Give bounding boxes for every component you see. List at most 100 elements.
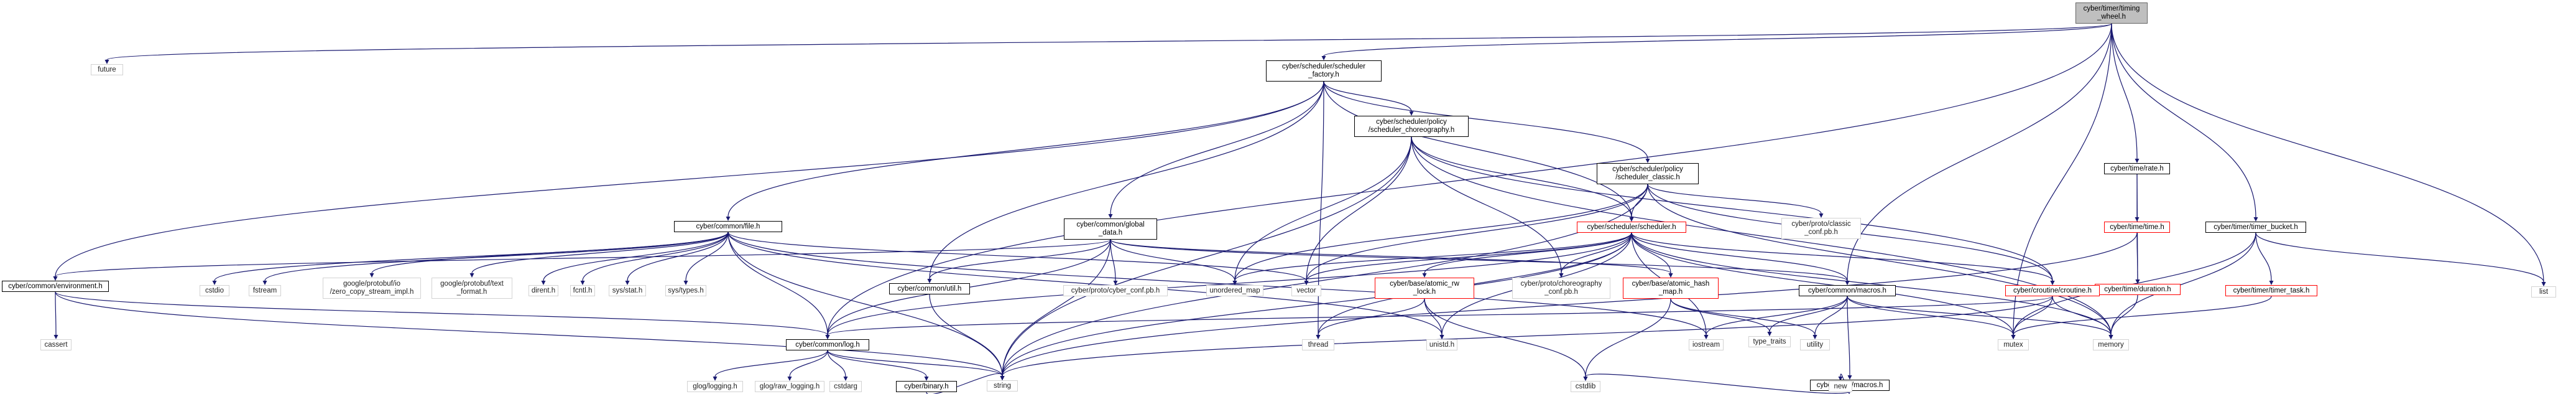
edge-arrowhead	[2269, 281, 2274, 285]
edge-arrowhead	[1583, 377, 1588, 381]
edge-arrowhead	[1321, 56, 1326, 60]
node-vector: vector	[1291, 285, 1321, 296]
edge-arrowhead	[787, 377, 792, 381]
edge-scheduler_h-to-routine	[1631, 232, 2053, 281]
edge-arrowhead	[1629, 217, 1634, 222]
edge-common_file-to-log	[727, 232, 828, 335]
edge-timer_task-to-mutex	[2013, 296, 2272, 335]
edge-log-to-binary	[827, 350, 927, 377]
edge-arrowhead	[924, 377, 929, 381]
node-dirent: dirent.h	[529, 285, 558, 296]
edge-scheduler_h-to-log	[827, 232, 1632, 335]
edge-atomic_rw-to-cstdlib	[1424, 298, 1586, 377]
edge-arrowhead	[1113, 281, 1118, 285]
edge-arrowhead	[825, 335, 830, 339]
edge-scheduler_factory-to-environment	[55, 81, 1324, 277]
edge-global_data-to-unordered_map	[1110, 239, 1235, 281]
edge-timer_bucket-to-timer_task	[2255, 232, 2272, 281]
edge-scheduler_h-to-macros_common	[1631, 232, 1848, 281]
edge-log-to-string	[827, 350, 1003, 377]
edge-arrowhead	[53, 276, 58, 281]
node-util[interactable]: cyber/common/util.h	[889, 283, 970, 294]
edge-arrowhead	[1645, 159, 1650, 163]
node-unordered-map: unordered_map	[1206, 285, 1263, 296]
edge-policy_classic-to-classic_conf	[1647, 184, 1822, 214]
edge-common_file-to-dirent	[543, 232, 729, 281]
edge-arrowhead	[541, 281, 546, 285]
edge-routine-to-log	[827, 296, 2053, 335]
node-timer-task[interactable]: cyber/timer/timer_task.h	[2225, 285, 2317, 296]
edge-timing_wheel-to-rate	[2111, 23, 2138, 159]
edge-macros_common-to-iostream	[1706, 296, 1848, 335]
edge-routine-to-mutex	[2013, 296, 2053, 335]
edge-common_file-to-text_format	[471, 232, 729, 274]
edge-timing_wheel-to-future	[106, 23, 2112, 60]
edge-scheduler_h-to-string	[1002, 232, 1632, 377]
node-common-file[interactable]: cyber/common/file.h	[674, 221, 782, 232]
node-binary[interactable]: cyber/binary.h	[896, 381, 957, 392]
node-macros-common[interactable]: cyber/common/macros.h	[1799, 285, 1896, 296]
edge-macros_common-to-utility	[1814, 296, 1848, 335]
edge-environment-to-log	[55, 291, 828, 335]
edge-common_file-to-string	[727, 232, 1003, 377]
edge-arrowhead	[927, 279, 932, 283]
node-log[interactable]: cyber/common/log.h	[786, 339, 869, 350]
node-routine[interactable]: cyber/croutine/croutine.h	[2005, 285, 2100, 296]
edge-arrowhead	[1422, 273, 1427, 278]
edge-common_file-to-vector	[727, 232, 1307, 281]
node-environment[interactable]: cyber/common/environment.h	[2, 281, 109, 292]
node-atomic-hash[interactable]: cyber/base/atomic_hash _map.h	[1623, 278, 1719, 299]
edge-environment-to-cassert	[55, 291, 57, 335]
node-glog-raw: glog/raw_logging.h	[755, 381, 824, 392]
edge-time_h-to-string	[1002, 232, 2138, 377]
node-global-data[interactable]: cyber/common/global _data.h	[1064, 218, 1157, 240]
node-duration[interactable]: cyber/time/duration.h	[2095, 284, 2181, 295]
node-timing-wheel[interactable]: cyber/timer/timing _wheel.h	[2075, 2, 2148, 24]
edge-arrowhead	[713, 377, 718, 381]
edge-scheduler_factory-to-scheduler_h	[1323, 81, 1632, 218]
edge-macros_common-to-type_traits	[1769, 296, 1848, 332]
node-policy-classic[interactable]: cyber/scheduler/policy /scheduler_classi…	[1597, 163, 1699, 184]
node-classic-conf: cyber/proto/classic _conf.pb.h	[1781, 218, 1861, 239]
edge-base_macros-to-cstdlib	[1585, 373, 1850, 394]
edge-scheduler_h-to-unordered_map	[1234, 232, 1632, 281]
node-atomic-rw[interactable]: cyber/base/atomic_rw _lock.h	[1375, 278, 1474, 299]
edge-common_file-to-iostream	[727, 232, 1707, 335]
edge-arrowhead	[1232, 281, 1237, 285]
edge-arrowhead	[2108, 335, 2113, 339]
node-rate[interactable]: cyber/time/rate.h	[2104, 163, 2170, 174]
node-timer-bucket[interactable]: cyber/timer/timer_bucket.h	[2205, 222, 2306, 233]
edge-common_file-to-unistd	[727, 232, 1443, 335]
edge-macros_common-to-memory	[1847, 296, 2112, 335]
node-scheduler-factory[interactable]: cyber/scheduler/scheduler _factory.h	[1266, 60, 1382, 82]
edge-arrowhead	[1108, 214, 1113, 218]
node-fcntl: fcntl.h	[570, 285, 595, 296]
edge-arrowhead	[1838, 377, 1843, 381]
edge-arrowhead	[1819, 213, 1824, 218]
node-sys-types: sys/types.h	[665, 285, 706, 296]
edge-arrowhead	[580, 281, 585, 285]
edge-scheduler_factory-to-util	[929, 81, 1324, 279]
edge-routine-to-string	[1002, 296, 2053, 377]
node-utility: utility	[1800, 339, 1830, 350]
edge-arrowhead	[212, 281, 217, 285]
edge-arrowhead	[369, 273, 374, 278]
edge-atomic_hash-to-cstdlib	[1585, 298, 1671, 377]
edge-scheduler_h-to-atomic_hash	[1631, 232, 1671, 274]
node-future: future	[91, 64, 123, 75]
edge-policy_choreo-to-choreo_conf	[1411, 136, 1562, 274]
node-time-h[interactable]: cyber/time/time.h	[2104, 222, 2170, 233]
edge-global_data-to-atomic_hash	[1110, 239, 1671, 274]
edge-arrowhead	[683, 281, 688, 285]
edge-arrowhead	[1668, 273, 1673, 278]
edge-arrowhead	[1439, 335, 1444, 339]
node-policy-choreo[interactable]: cyber/scheduler/policy /scheduler_choreo…	[1354, 116, 1469, 137]
edge-arrowhead	[1845, 281, 1850, 285]
edge-arrowhead	[1847, 375, 1852, 380]
edge-timing_wheel-to-scheduler_factory	[1323, 23, 2112, 57]
edge-arrowhead	[2541, 282, 2546, 286]
edge-log-to-glog_raw	[789, 350, 828, 377]
node-scheduler-h[interactable]: cyber/scheduler/scheduler.h	[1577, 222, 1686, 233]
node-new: new	[1829, 381, 1852, 392]
